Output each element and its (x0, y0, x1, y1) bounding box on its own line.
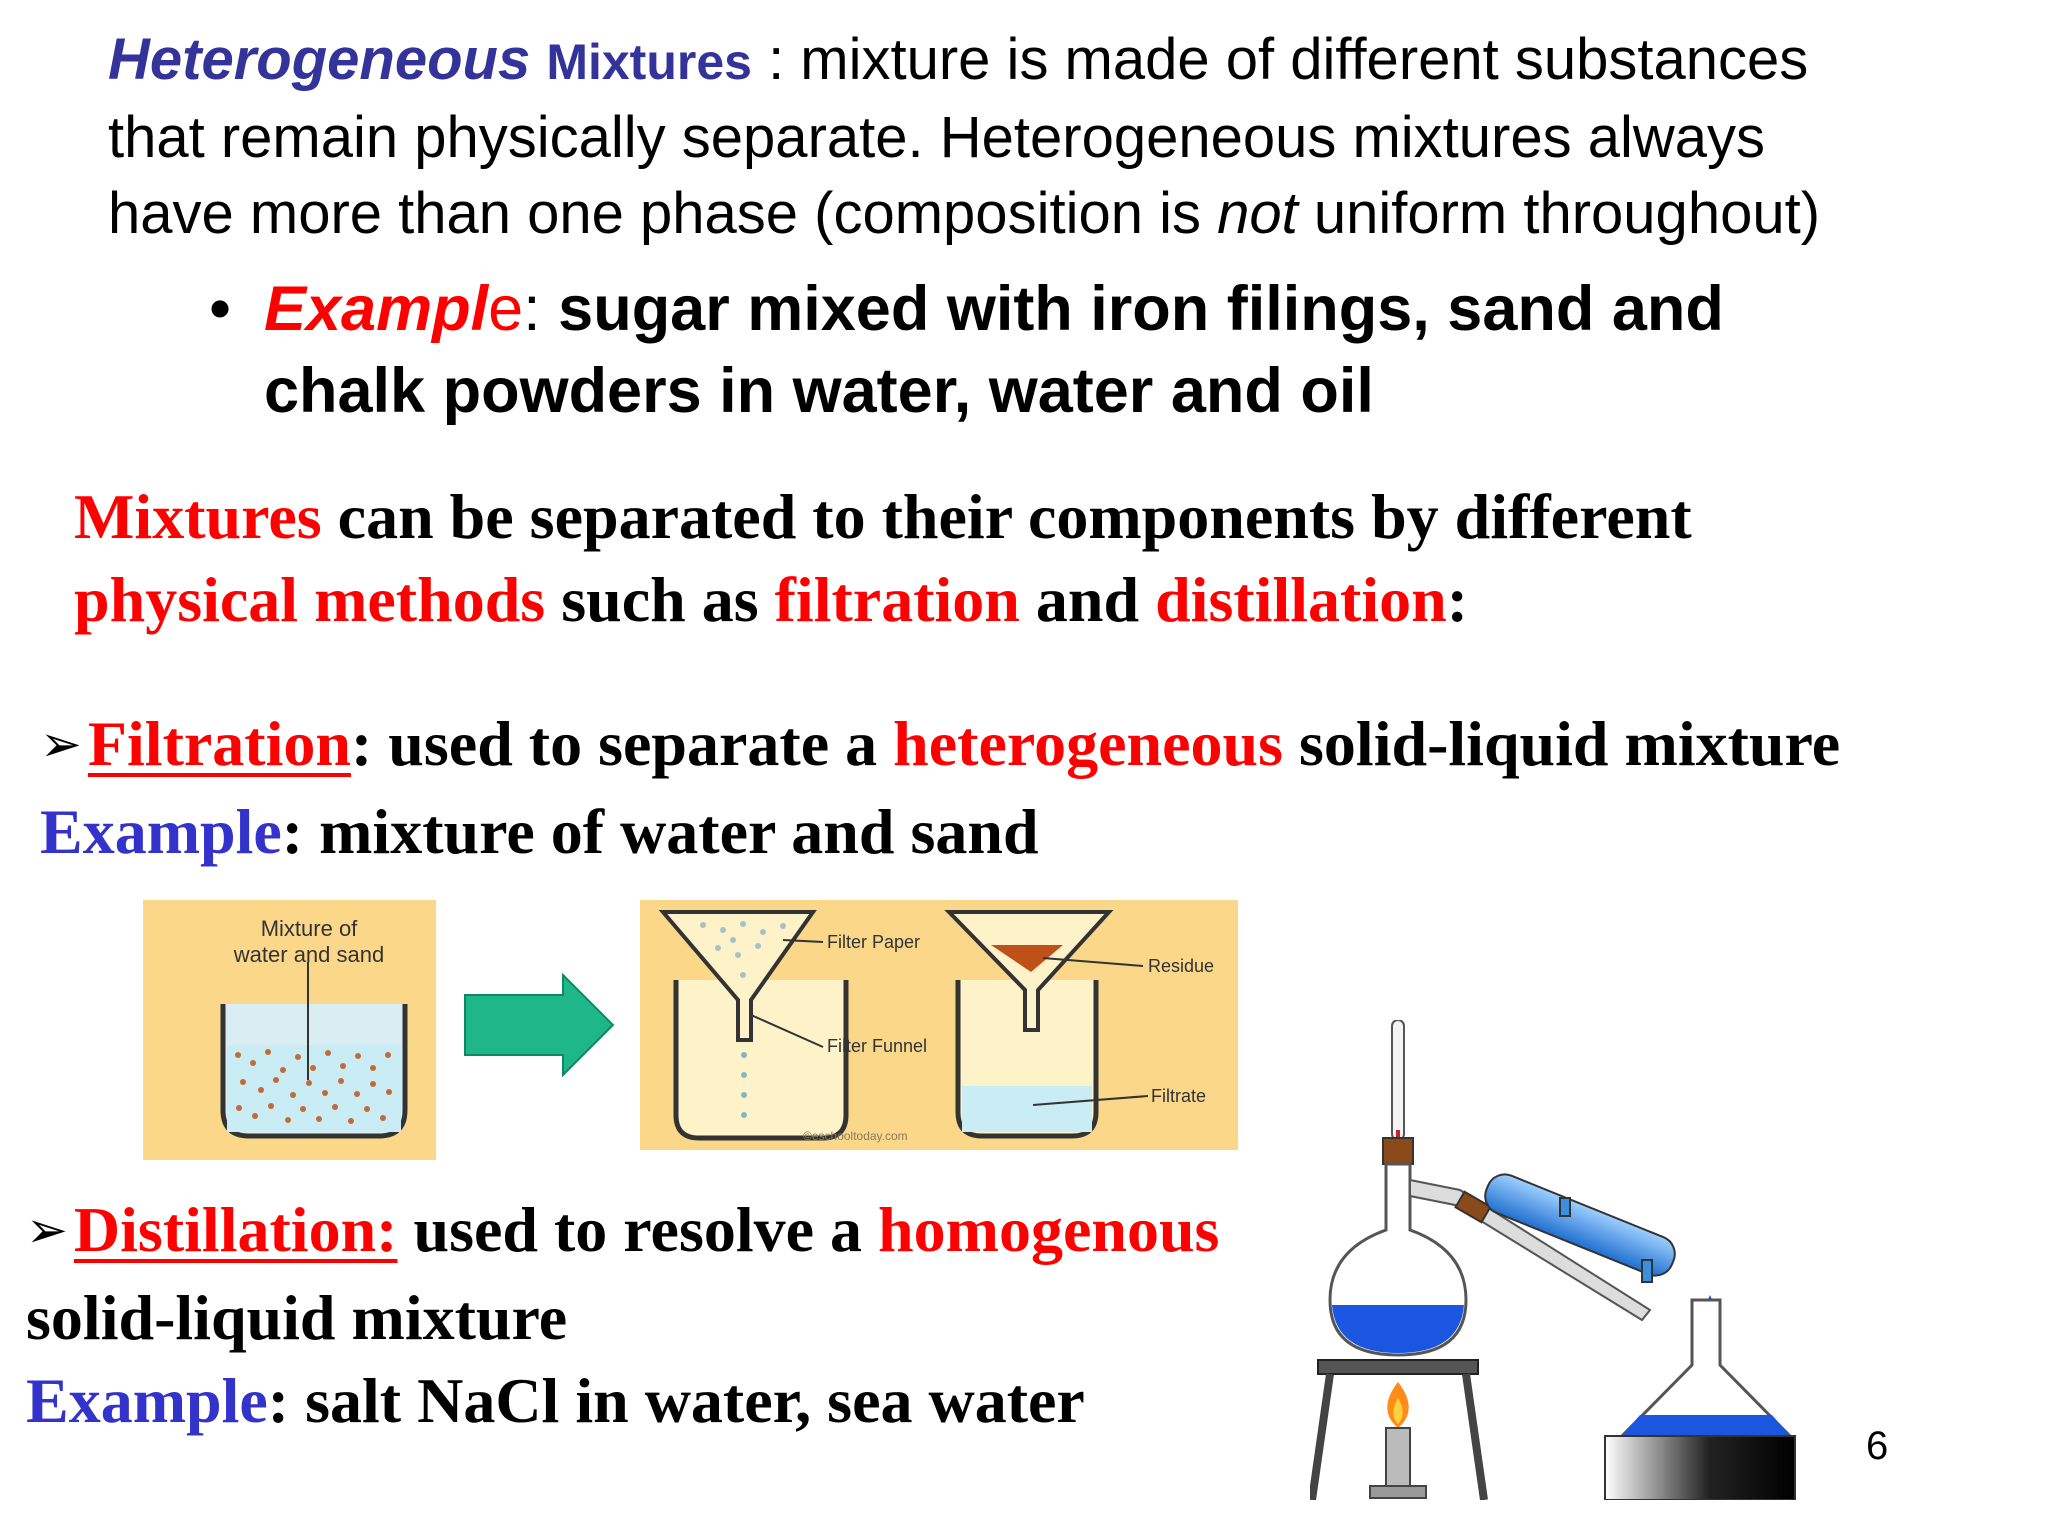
label-filtrate: Filtrate (1151, 1086, 1206, 1106)
word-physical-methods: physical methods (74, 564, 546, 635)
distillation-line-1: ➢Distillation: used to resolve a homogen… (26, 1188, 1219, 1276)
filtration-text-1: : used to separate a (350, 708, 894, 779)
heterogeneous-example: • Example: sugar mixed with iron filings… (209, 268, 1724, 432)
dripping-drops (741, 1052, 747, 1118)
process-arrow-icon (464, 972, 615, 1078)
definition-text-1: : mixture is made of different substance… (751, 27, 1809, 92)
burner-base (1369, 1485, 1427, 1499)
example-label: Example (264, 274, 523, 344)
distillation-apparatus (1310, 1020, 1796, 1500)
left-beaker-outline (673, 980, 849, 1141)
word-filtration: filtration (774, 564, 1020, 635)
pointer-filter-funnel (750, 1014, 824, 1048)
filtration-line-1: ➢Filtration: used to separate a heteroge… (40, 702, 1840, 790)
example-label-end: e (488, 274, 524, 344)
label-filter-funnel: Filter Funnel (827, 1036, 927, 1056)
arrow-bullet-icon: ➢ (26, 1201, 68, 1259)
methods-line-2: physical methods such as filtration and … (74, 558, 1692, 641)
tripod-leg-left (1310, 1373, 1334, 1500)
filtrate-liquid (962, 1086, 1092, 1132)
distillate-liquid (1622, 1415, 1790, 1436)
term-heterogeneous: Heterogeneous (108, 27, 531, 92)
distillation-text-1: used to resolve a (397, 1194, 879, 1265)
example-colon: : (523, 274, 541, 344)
methods-text-1: can be separated to their components by … (321, 481, 1692, 552)
filtration-text-2: solid-liquid mixture (1283, 708, 1841, 779)
filtration-example-line: Example: mixture of water and sand (40, 790, 1840, 873)
word-homogenous: homogenous (878, 1194, 1220, 1265)
label-mixture-line-1: Mixture of (261, 916, 358, 941)
methods-colon: : (1446, 564, 1468, 635)
filter-setup-panel: Filter Paper Filter Funnel Residue Filtr… (640, 900, 1238, 1150)
watermark: ©eschooltoday.com (803, 1129, 908, 1143)
definition-line-1: Heterogeneous Mixtures : mixture is made… (108, 22, 1820, 100)
distillation-section: ➢Distillation: used to resolve a homogen… (26, 1188, 1219, 1442)
right-funnel (944, 910, 1114, 1032)
sand-particles (235, 1049, 392, 1124)
arrow-bullet-icon: ➢ (40, 715, 82, 773)
word-heterogeneous: heterogeneous (893, 708, 1283, 779)
condenser (1484, 1173, 1676, 1283)
heterogeneous-definition: Heterogeneous Mixtures : mixture is made… (108, 22, 1820, 252)
example-line-1: Example: sugar mixed with iron filings, … (264, 268, 1724, 350)
filtration-section: ➢Filtration: used to separate a heteroge… (40, 702, 1840, 873)
filtration-example-label: Example (40, 796, 282, 867)
methods-line-1: Mixtures can be separated to their compo… (74, 475, 1692, 558)
mixture-liquid (227, 1045, 401, 1132)
pointer-residue (1042, 957, 1144, 967)
bunsen-burner-flame-icon (1387, 1382, 1409, 1428)
definition-text-3b: uniform throughout) (1297, 181, 1821, 246)
example-line-2: chalk powders in water, water and oil (264, 356, 1374, 426)
distillation-example-text: : salt NaCl in water, sea water (267, 1365, 1085, 1436)
filtration-diagram: Mixture of water and sand Filter Paper F… (143, 900, 1238, 1160)
distillation-example-line: Example: salt NaCl in water, sea water (26, 1359, 1219, 1442)
sand-residue (991, 945, 1063, 972)
definition-text-3a: have more than one phase (composition is (108, 181, 1218, 246)
definition-line-2: that remain physically separate. Heterog… (108, 105, 1766, 170)
word-mixtures: Mixtures (74, 481, 322, 552)
bullet-point: • (209, 274, 232, 344)
wire-gauze-tripod-top (1317, 1359, 1479, 1375)
example-label-bold: Exampl (264, 274, 489, 344)
word-such-as: such as (545, 564, 775, 635)
mixture-beaker-panel: Mixture of water and sand (143, 900, 436, 1160)
bunsen-burner (1385, 1427, 1411, 1489)
separation-methods-statement: Mixtures can be separated to their compo… (74, 475, 1692, 641)
emphasis-not: not (1217, 181, 1298, 246)
page-number: 6 (1866, 1424, 1889, 1468)
distillation-example-label: Example (26, 1365, 268, 1436)
left-funnel (658, 910, 817, 1042)
label-filter-paper: Filter Paper (827, 932, 920, 952)
condenser-stopper (1454, 1190, 1492, 1224)
tripod-leg-right (1462, 1373, 1488, 1500)
pointer-filtrate (1032, 1095, 1149, 1106)
flask-liquid (1332, 1305, 1464, 1353)
filtration-example-text: : mixture of water and sand (281, 796, 1039, 867)
side-arm-tube (1409, 1178, 1652, 1322)
word-distillation: distillation (1155, 564, 1447, 635)
flask-stopper (1382, 1137, 1414, 1165)
distillation-line-2: solid-liquid mixture (26, 1282, 568, 1353)
distillation-title: Distillation: (73, 1194, 398, 1265)
example-text-1: sugar mixed with iron filings, sand and (540, 274, 1724, 344)
pointer-filter-paper (782, 939, 824, 943)
term-mixtures: Mixtures (546, 34, 752, 90)
label-mixture-line-2: water and sand (233, 942, 384, 967)
mixture-in-funnel (700, 921, 786, 978)
definition-line-3: have more than one phase (composition is… (108, 176, 1820, 252)
lab-stand-block (1604, 1435, 1796, 1500)
filtration-title: Filtration (87, 708, 351, 779)
word-and: and (1019, 564, 1156, 635)
label-residue: Residue (1148, 956, 1214, 976)
